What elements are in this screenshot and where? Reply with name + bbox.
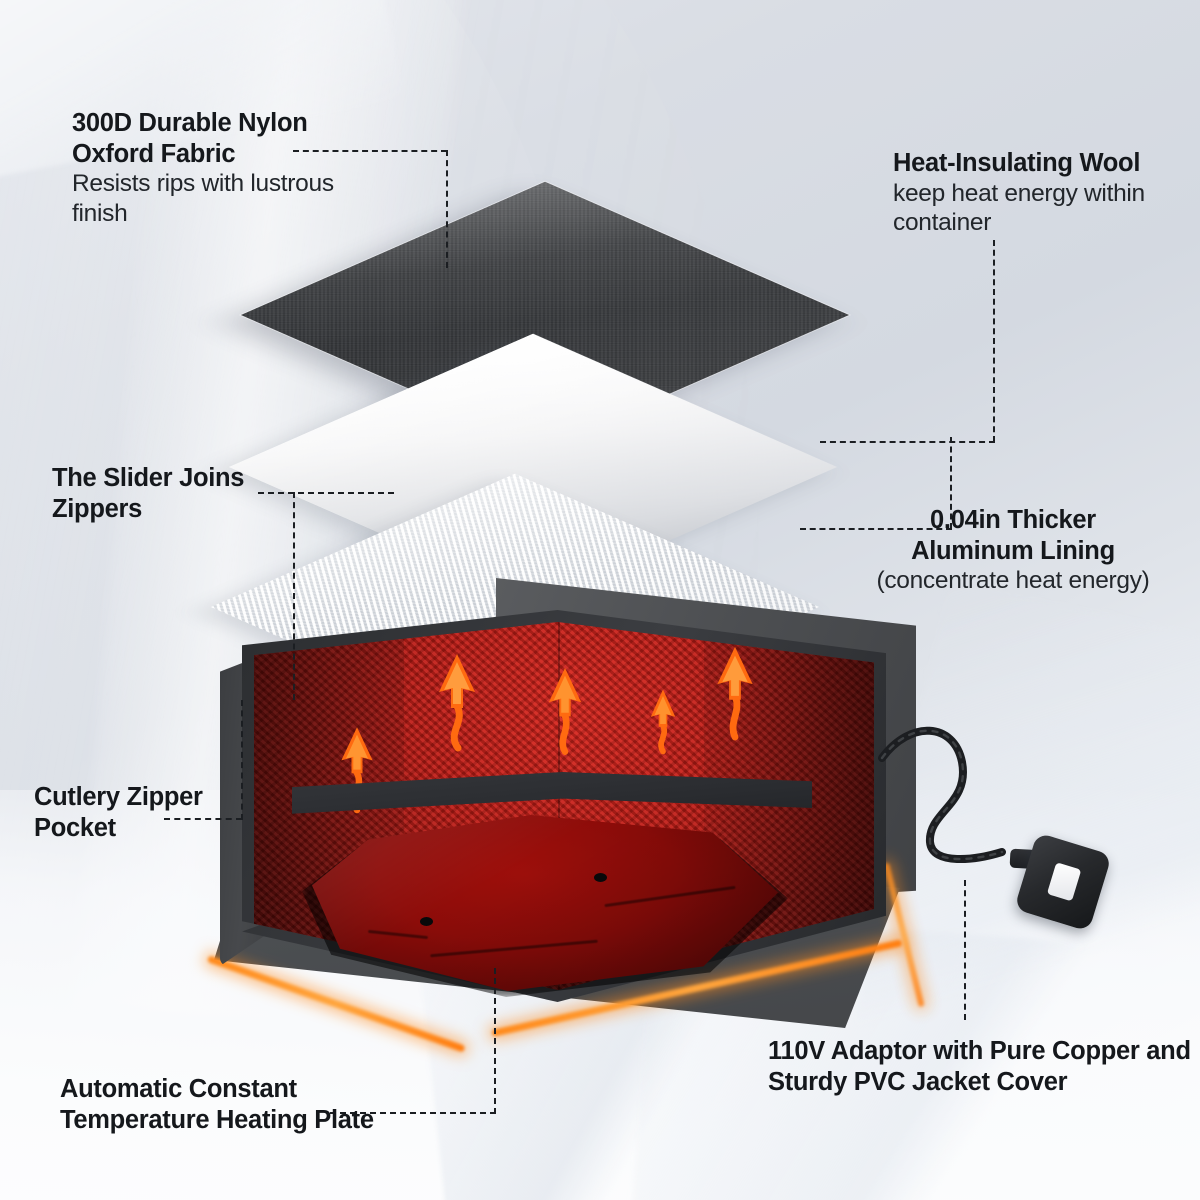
callout-wool-subtitle: keep heat energy within container <box>893 179 1145 236</box>
callout-slider: The Slider Joins Zippers <box>52 463 244 524</box>
heating-plate-stud <box>420 917 433 926</box>
power-cord <box>878 710 1140 940</box>
callout-nylon: 300D Durable Nylon Oxford Fabric Resists… <box>72 108 334 228</box>
callout-aluminum-subtitle: (concentrate heat energy) <box>876 567 1150 595</box>
heating-plate-stud <box>594 873 607 882</box>
callout-aluminum-title: 0.04in Thicker Aluminum Lining <box>911 506 1115 565</box>
callout-heating-title: Automatic Constant Temperature Heating P… <box>60 1075 374 1134</box>
heat-arrow-icon <box>543 655 587 760</box>
heat-arrow-icon <box>646 679 679 758</box>
interior-corner-fold <box>557 622 560 990</box>
callout-aluminum: 0.04in Thicker Aluminum Lining (concentr… <box>843 505 1183 596</box>
callout-nylon-title: 300D Durable Nylon Oxford Fabric <box>72 109 308 168</box>
heated-bag-body <box>196 560 956 1053</box>
callout-wool: Heat-Insulating Wool keep heat energy wi… <box>893 148 1145 237</box>
heat-arrow-icon <box>712 635 757 743</box>
callout-wool-title: Heat-Insulating Wool <box>893 149 1141 177</box>
callout-cutlery: Cutlery Zipper Pocket <box>34 782 203 843</box>
heat-arrow-icon <box>434 642 480 752</box>
callout-heating-plate: Automatic Constant Temperature Heating P… <box>60 1074 374 1135</box>
heating-plate <box>302 815 788 997</box>
callout-slider-title: The Slider Joins Zippers <box>52 464 245 523</box>
callout-adaptor-title: 110V Adaptor with Pure Copper and Sturdy… <box>768 1037 1191 1096</box>
callout-cutlery-title: Cutlery Zipper Pocket <box>34 783 203 842</box>
callout-adaptor: 110V Adaptor with Pure Copper and Sturdy… <box>768 1036 1191 1097</box>
callout-nylon-subtitle: Resists rips with lustrous finish <box>72 170 334 227</box>
